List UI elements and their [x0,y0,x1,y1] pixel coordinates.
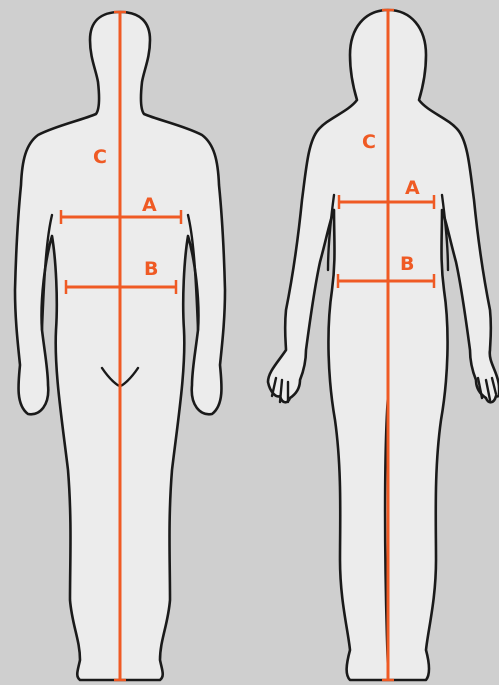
female-body-outline [268,10,499,680]
female-label-chest: A [405,177,420,199]
female-label-waist: B [400,253,414,275]
female-figure: C A B [268,10,499,680]
male-label-height: C [93,146,107,168]
male-figure: C A B [15,12,225,680]
female-label-height: C [362,131,376,153]
male-label-waist: B [144,258,158,280]
male-label-chest: A [142,194,157,216]
